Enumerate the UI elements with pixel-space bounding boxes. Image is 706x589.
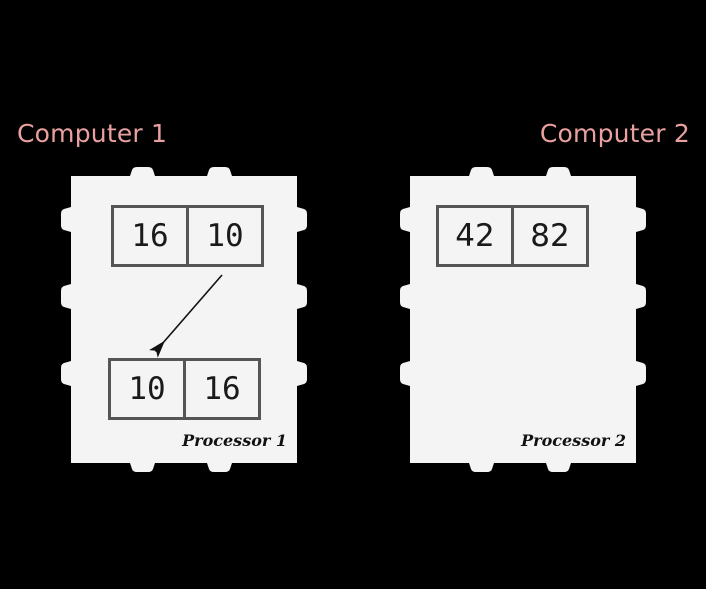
array-after-cell-1[interactable]: 10 (108, 358, 186, 420)
processor-2-chip[interactable]: 42 82 Processor 2 (400, 167, 646, 472)
computer-2-title: Computer 2 (539, 119, 690, 148)
array-before-row: 16 10 (111, 205, 264, 267)
array-cell-1[interactable]: 42 (436, 205, 514, 267)
array-cell-2[interactable]: 82 (511, 205, 589, 267)
array-before-cell-1[interactable]: 16 (111, 205, 189, 267)
computer-1-title: Computer 1 (17, 119, 168, 148)
array-after-row: 10 16 (108, 358, 261, 420)
array-row: 42 82 (436, 205, 589, 267)
processor-2-label: Processor 2 (521, 431, 626, 450)
processor-1-chip[interactable]: 16 10 10 16 Processor 1 (61, 167, 307, 472)
array-before-cell-2[interactable]: 10 (186, 205, 264, 267)
processor-1-label: Processor 1 (182, 431, 287, 450)
array-after-cell-2[interactable]: 16 (183, 358, 261, 420)
